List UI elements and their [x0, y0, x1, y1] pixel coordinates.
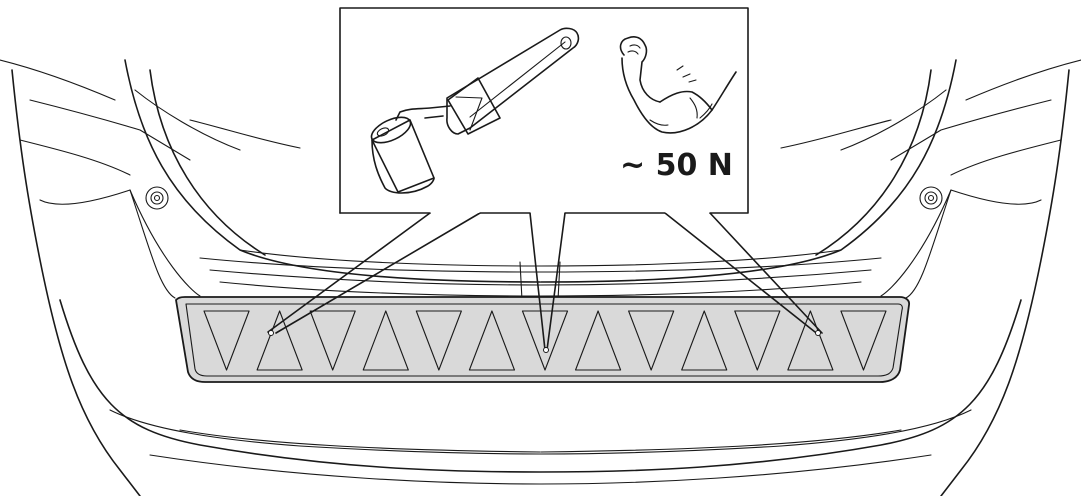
callout-box: ~ 50 N	[339, 7, 749, 214]
plate-triangle	[362, 310, 409, 371]
force-label: ~ 50 N	[620, 148, 733, 183]
arm-strength-icon	[619, 36, 737, 134]
parking-sensor-left	[145, 186, 169, 210]
contact-point-left	[268, 330, 274, 336]
plate-triangle	[203, 310, 250, 371]
car-rear-outline	[0, 59, 1081, 496]
contact-point-center	[543, 347, 549, 353]
plate-triangle	[521, 310, 569, 371]
plate-triangle	[628, 310, 675, 371]
callout-pointers	[267, 212, 823, 353]
contact-point-right	[815, 330, 821, 336]
plate-triangle	[787, 310, 834, 371]
roller-icon	[370, 27, 580, 194]
plate-triangle	[256, 310, 303, 371]
plate-triangle	[840, 310, 887, 371]
plate-triangle	[681, 310, 728, 371]
plate-triangle	[574, 310, 622, 371]
plate-triangle	[415, 310, 462, 371]
bumper-protection-plate	[175, 296, 911, 383]
plate-triangle-pattern	[203, 310, 887, 371]
plate-triangle	[734, 310, 781, 371]
parking-sensor-right	[919, 186, 943, 210]
plate-triangle	[468, 310, 516, 371]
plate-triangle	[309, 310, 356, 371]
